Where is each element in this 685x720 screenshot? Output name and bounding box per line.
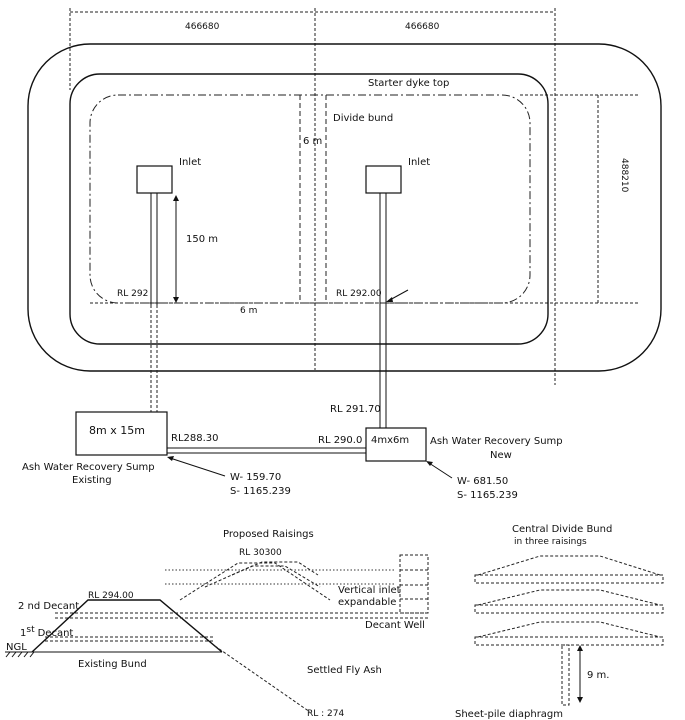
new-w: W- 681.50	[457, 476, 508, 487]
new-coord-arrow	[426, 461, 433, 466]
existing-w: W- 159.70	[230, 472, 281, 483]
rl-left-label: RL 292	[117, 289, 148, 299]
dim-vertical-label: 488210	[619, 158, 629, 193]
divide-bund-label: Divide bund	[333, 113, 393, 124]
raising-1	[179, 562, 331, 601]
sheet-pile	[561, 644, 570, 706]
existing-s: S- 1165.239	[230, 486, 291, 497]
ngl-hatch	[5, 651, 35, 658]
sump-new-box	[365, 427, 427, 462]
rl-right-label: RL 292.00	[336, 289, 382, 299]
cross-section: Proposed Raisings RL 30300 RL 294.00 2 n…	[5, 529, 430, 719]
rl-30300-label: RL 30300	[239, 548, 282, 558]
dim-right-label: 466680	[405, 22, 440, 32]
vertical-inlet-label-1: Vertical inlet	[338, 585, 401, 596]
existing-bund	[31, 599, 223, 653]
pond-boundary	[89, 94, 531, 304]
divide-raising-1-top	[477, 555, 661, 576]
sump-new-status: New	[490, 450, 512, 461]
outer-bund	[27, 43, 662, 372]
starter-dyke-label: Starter dyke top	[368, 78, 449, 89]
divide-title-1: Central Divide Bund	[512, 524, 612, 535]
second-decant-label: 2 nd Decant	[18, 601, 79, 612]
divide-raising-2-base	[474, 604, 664, 614]
gap-6m-horizontal: 6 m	[240, 306, 257, 316]
sump-new-size: 4mx6m	[371, 435, 409, 446]
inlet-left-box	[136, 165, 173, 194]
dist-arrow-top	[173, 195, 179, 201]
vertical-inlet-label-2: expandable	[338, 597, 396, 608]
divide-raising-3-base	[474, 636, 664, 646]
new-s: S- 1165.239	[457, 490, 518, 501]
dist-arrow-bottom	[173, 297, 179, 303]
depth-arrow-bottom	[577, 697, 583, 703]
rl-29400-label: RL 294.00	[88, 591, 134, 601]
rl-29170-label: RL 291.70	[330, 404, 381, 415]
rl-2900-label: RL 290.0	[318, 435, 362, 446]
sheet-pile-label: Sheet-pile diaphragm	[455, 709, 563, 720]
raising-2	[204, 565, 321, 588]
divide-raising-2-top	[477, 589, 661, 606]
raising-3	[231, 561, 319, 576]
sumps: 8m x 15m RL288.30 Ash Water Recovery Sum…	[22, 411, 563, 501]
existing-coord-arrow	[167, 456, 174, 461]
inlet-left-label: Inlet	[179, 157, 201, 168]
divide-raising-3-top	[477, 621, 661, 638]
sump-existing-status: Existing	[72, 475, 112, 486]
decant-well-label: Decant Well	[365, 620, 425, 631]
decant-well	[399, 554, 429, 614]
starter-dyke	[69, 73, 549, 345]
sump-existing-name: Ash Water Recovery Sump	[22, 462, 155, 473]
existing-coord-leader	[169, 457, 226, 477]
divide-title-2: in three raisings	[514, 537, 587, 547]
plan-view: 466680 466680 488210 Starter dyke top Di…	[27, 8, 662, 428]
dist-150m-label: 150 m	[186, 234, 218, 245]
new-coord-leader	[428, 462, 453, 479]
depth-arrow-top	[577, 645, 583, 651]
inlet-right-box	[365, 165, 402, 194]
depth-label: 9 m.	[587, 670, 609, 681]
divide-bund-section: Central Divide Bund in three raisings 9 …	[455, 524, 664, 720]
rl-right-arrow	[386, 297, 393, 302]
gap-6m-vertical: 6 m	[303, 136, 322, 147]
inlet-right-label: Inlet	[408, 157, 430, 168]
rl-274-label: RL : 274	[307, 709, 344, 719]
sump-existing-box	[75, 411, 168, 456]
rl-28830-label: RL288.30	[171, 433, 219, 444]
sump-new-name: Ash Water Recovery Sump	[430, 436, 563, 447]
existing-bund-label: Existing Bund	[78, 659, 147, 670]
dim-left-label: 466680	[185, 22, 220, 32]
sump-existing-size: 8m x 15m	[89, 424, 145, 437]
settled-fly-ash-label: Settled Fly Ash	[307, 665, 382, 676]
proposed-raisings-label: Proposed Raisings	[223, 529, 314, 540]
ngl-label: NGL	[6, 642, 27, 653]
divide-raising-1-base	[474, 574, 664, 584]
settled-ash-slope	[214, 645, 311, 713]
